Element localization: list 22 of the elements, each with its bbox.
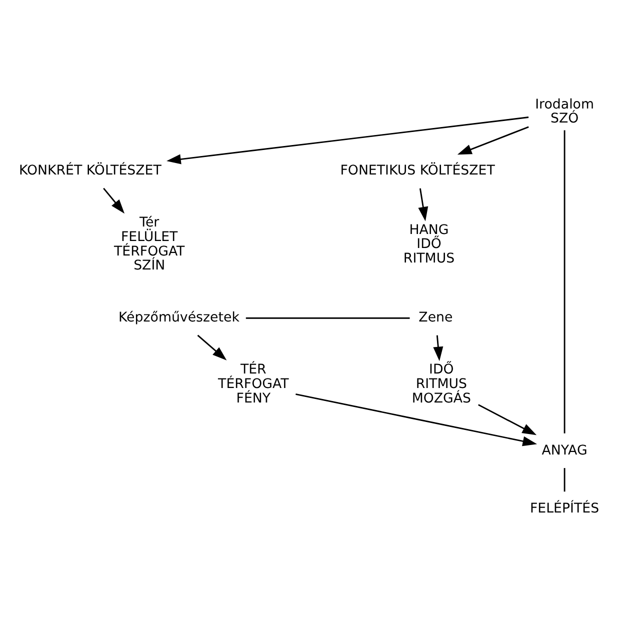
node-text: KONKRÉT KÖLTÉSZET (18, 163, 162, 178)
node-text: Képzőművészetek (118, 310, 240, 326)
node-text: Irodalom SZÓ (535, 96, 594, 126)
node-text: FONETIKUS KÖLTÉSZET (340, 163, 495, 178)
node-text: ANYAG (542, 442, 588, 458)
node-text: TÉR TÉRFOGAT FÉNY (218, 362, 289, 406)
node-text: Zene (418, 310, 453, 326)
connector (564, 130, 566, 433)
arrow (457, 126, 529, 154)
node-text: FELÉPÍTÉS (530, 501, 600, 516)
arrow (418, 188, 428, 221)
arrow (103, 187, 125, 214)
node-text: HANG IDŐ RITMUS (403, 222, 455, 266)
connector (564, 468, 566, 492)
connector (246, 316, 410, 318)
arrow (433, 334, 444, 361)
arrow (197, 334, 227, 360)
arrow (478, 404, 537, 435)
arrow (296, 392, 538, 446)
node-text: IDŐ RITMUS MOZGÁS (412, 362, 472, 406)
arrow (166, 116, 529, 164)
node-text: Tér FELÜLET TÉRFOGAT SZÍN (114, 215, 185, 274)
